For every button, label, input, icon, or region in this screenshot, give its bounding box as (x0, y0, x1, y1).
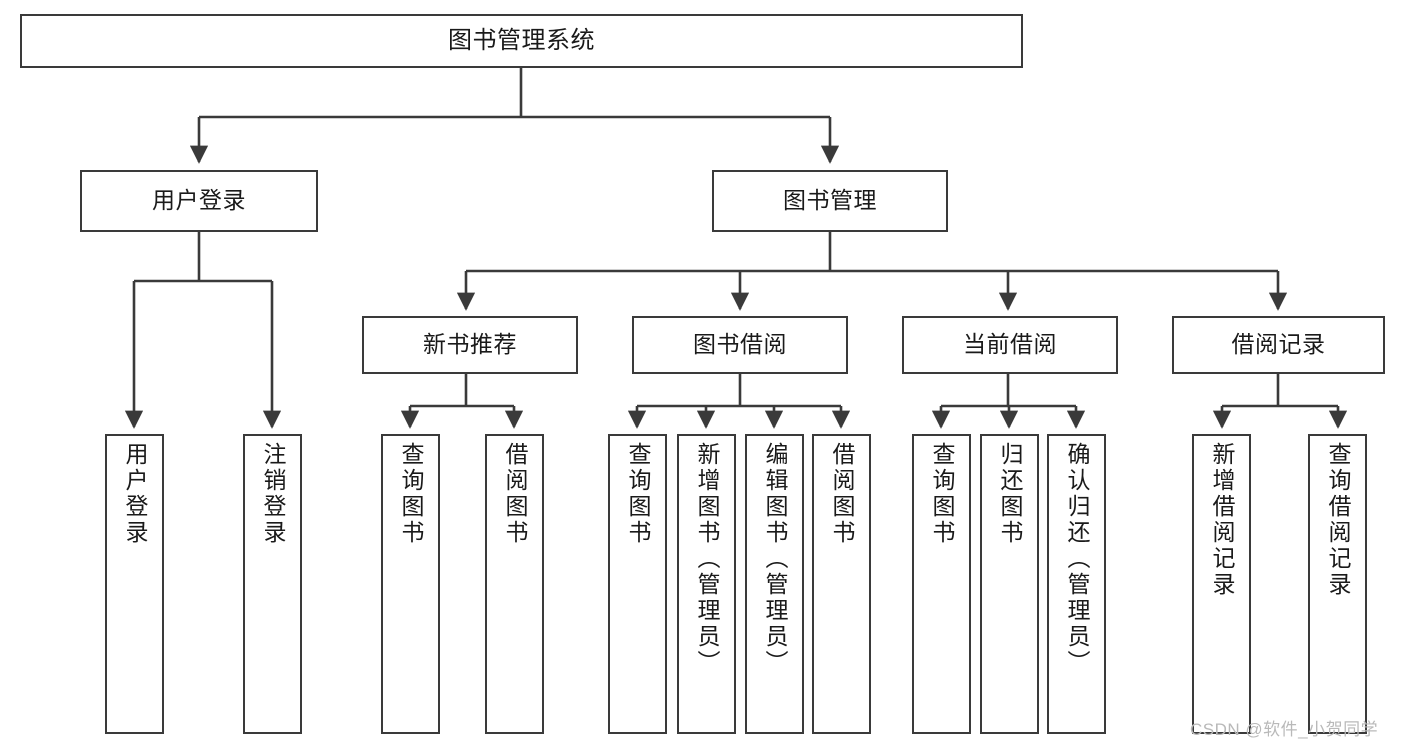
leaf-add-borrow-record[interactable]: 新增借阅记录 (1192, 434, 1251, 734)
node-borrow-record[interactable]: 借阅记录 (1172, 316, 1385, 374)
leaf-confirm-return-admin[interactable]: 确认归还（管理员） (1047, 434, 1106, 734)
watermark: CSDN @软件_小贺同学 (1190, 720, 1379, 739)
node-book-management[interactable]: 图书管理 (712, 170, 948, 232)
leaf-logout[interactable]: 注销登录 (243, 434, 302, 734)
node-label: 查询图书 (398, 442, 424, 546)
node-label: 查询借阅记录 (1325, 442, 1351, 598)
leaf-add-book-admin[interactable]: 新增图书（管理员） (677, 434, 736, 734)
node-label: 用户登录 (152, 187, 246, 214)
leaf-borrow-book[interactable]: 借阅图书 (812, 434, 871, 734)
node-book-borrow[interactable]: 图书借阅 (632, 316, 848, 374)
leaf-query-book-current[interactable]: 查询图书 (912, 434, 971, 734)
node-current-borrow[interactable]: 当前借阅 (902, 316, 1118, 374)
node-label: 新增借阅记录 (1209, 442, 1235, 598)
leaf-query-book-new[interactable]: 查询图书 (381, 434, 440, 734)
node-root-book-management-system[interactable]: 图书管理系统 (20, 14, 1023, 68)
node-label: 新书推荐 (423, 331, 517, 358)
leaf-edit-book-admin[interactable]: 编辑图书（管理员） (745, 434, 804, 734)
node-label: 借阅记录 (1231, 331, 1326, 358)
node-new-book-recommendation[interactable]: 新书推荐 (362, 316, 578, 374)
leaf-user-login[interactable]: 用户登录 (105, 434, 164, 734)
node-label: 当前借阅 (963, 331, 1057, 358)
node-label: 编辑图书（管理员） (762, 442, 788, 676)
leaf-borrow-book-new[interactable]: 借阅图书 (485, 434, 544, 734)
leaf-return-book[interactable]: 归还图书 (980, 434, 1039, 734)
node-label: 图书管理 (783, 187, 877, 214)
node-label: 借阅图书 (502, 442, 528, 546)
node-label: 确认归还（管理员） (1064, 442, 1090, 676)
node-label: 借阅图书 (829, 442, 855, 546)
leaf-query-borrow-record[interactable]: 查询借阅记录 (1308, 434, 1367, 734)
node-label: 新增图书（管理员） (694, 442, 720, 676)
node-label: 注销登录 (260, 442, 286, 546)
node-label: 用户登录 (122, 442, 148, 546)
node-label: 归还图书 (997, 442, 1023, 546)
node-user-login[interactable]: 用户登录 (80, 170, 318, 232)
node-label: 查询图书 (929, 442, 955, 546)
node-label: 图书借阅 (693, 331, 787, 358)
leaf-query-book-borrow[interactable]: 查询图书 (608, 434, 667, 734)
node-label: 查询图书 (625, 442, 651, 546)
node-label: 图书管理系统 (448, 26, 595, 54)
